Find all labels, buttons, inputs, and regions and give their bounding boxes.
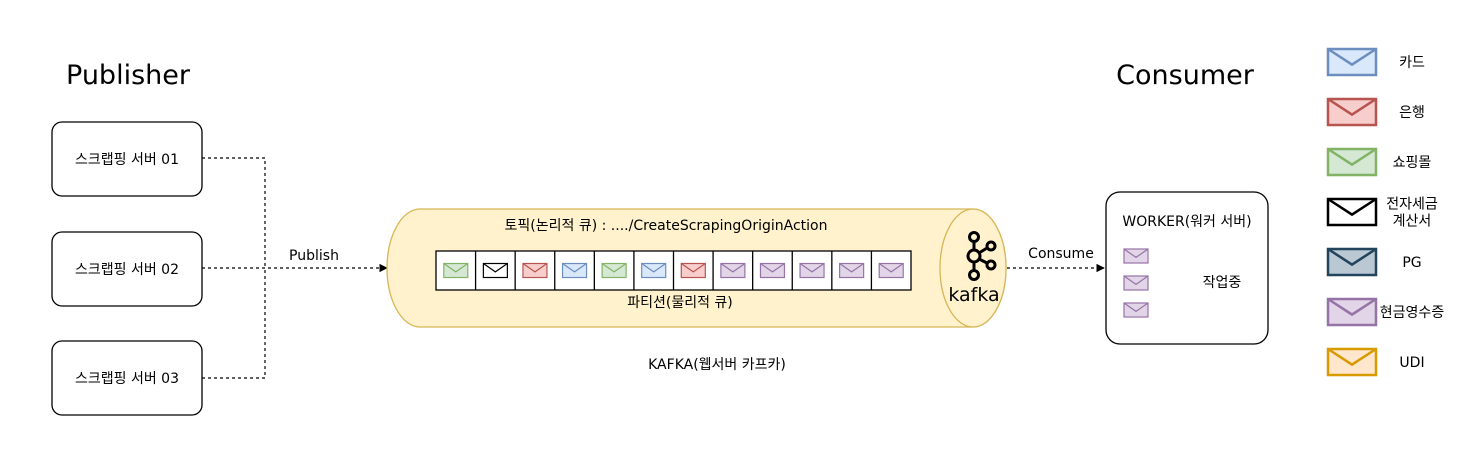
message-envelope-icon	[799, 262, 825, 279]
message-envelope-icon	[522, 262, 548, 279]
server-label-2: 스크랩핑 서버 02	[75, 262, 179, 278]
consumer-title: Consumer	[1116, 60, 1255, 91]
legend-envelope-icon	[1326, 297, 1378, 327]
partition-label: 파티션(물리적 큐)	[627, 295, 733, 311]
message-envelope-icon	[443, 262, 469, 279]
queued-message-icon	[1123, 275, 1149, 291]
queued-message-icon	[1123, 302, 1149, 318]
worker-title: WORKER(워커 서버)	[1122, 214, 1251, 230]
legend-envelope-icon	[1326, 147, 1378, 177]
publish-connector-1	[202, 157, 266, 268]
message-envelope-icon	[759, 262, 786, 279]
legend-envelope-icon	[1326, 197, 1378, 227]
message-envelope-icon	[878, 262, 904, 279]
publish-label: Publish	[289, 248, 339, 264]
kafka-caption: KAFKA(웹서버 카프카)	[648, 357, 786, 373]
message-envelope-icon	[482, 262, 508, 279]
message-envelope-icon	[561, 262, 588, 279]
worker-queued-messages	[1123, 248, 1149, 318]
legend-envelope-icon	[1326, 247, 1378, 277]
partition-queue	[435, 250, 912, 291]
legend-label: PG	[1402, 255, 1421, 271]
kafka-logo-text: kafka	[948, 284, 999, 306]
legend-label: 쇼핑몰	[1393, 155, 1432, 171]
message-envelope-icon	[680, 262, 706, 279]
legend-envelope-icon	[1326, 47, 1378, 77]
message-envelope-icon	[601, 262, 627, 279]
kafka-logo-icon	[966, 231, 997, 281]
legend-label: 은행	[1399, 105, 1425, 121]
message-envelope-icon	[641, 262, 667, 279]
legend-envelope-icon	[1326, 97, 1378, 127]
server-label-3: 스크랩핑 서버 03	[75, 371, 179, 387]
server-node-1[interactable]: 스크랩핑 서버 01	[51, 121, 203, 197]
legend-label: UDI	[1399, 355, 1424, 371]
consume-label: Consume	[1028, 246, 1094, 262]
server-label-1: 스크랩핑 서버 01	[75, 152, 179, 168]
server-node-2[interactable]: 스크랩핑 서버 02	[51, 231, 203, 307]
worker-status: 작업중	[1203, 275, 1242, 291]
message-envelope-icon	[720, 262, 746, 279]
legend-envelope-icon	[1326, 347, 1378, 377]
server-node-3[interactable]: 스크랩핑 서버 03	[51, 340, 203, 416]
publisher-title: Publisher	[66, 60, 191, 91]
queued-message-icon	[1123, 248, 1149, 264]
message-envelope-icon	[839, 262, 865, 279]
legend-label: 카드	[1399, 55, 1425, 71]
legend-label: 현금영수증	[1380, 305, 1445, 321]
publish-connector-3	[202, 268, 266, 379]
topic-label: 토픽(논리적 큐) : ..../CreateScrapingOriginAct…	[505, 218, 828, 234]
